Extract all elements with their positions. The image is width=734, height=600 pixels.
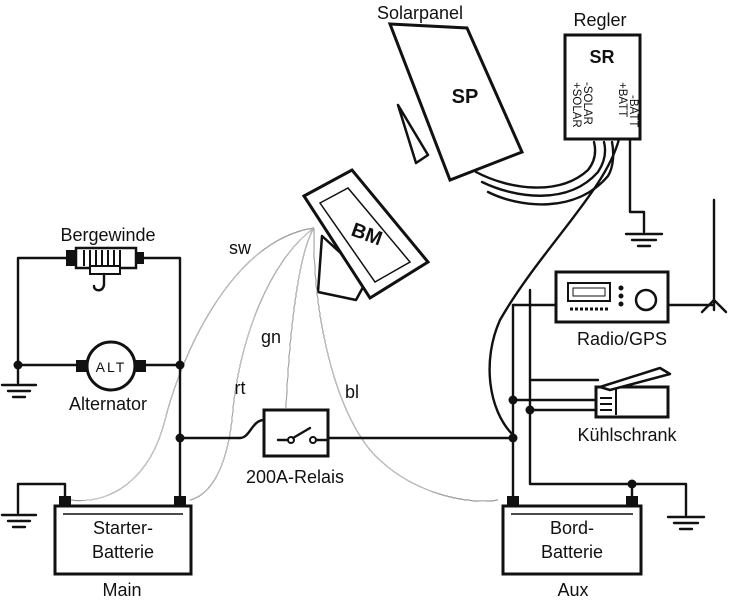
relay-wiring xyxy=(178,418,515,440)
terminal-solar-pos: +SOLAR xyxy=(570,82,582,128)
wire-label-rt: rt xyxy=(235,378,246,398)
bord-battery: Bord- Batterie xyxy=(501,496,643,576)
bord-battery-line2: Batterie xyxy=(541,542,603,562)
starter-battery-line2: Batterie xyxy=(92,542,154,562)
junction-dot xyxy=(13,360,23,370)
ground-symbol xyxy=(0,513,38,529)
left-bus-wiring xyxy=(16,256,182,502)
ground-symbol xyxy=(666,515,706,531)
radio-gps xyxy=(554,270,670,324)
aux-label: Aux xyxy=(557,580,588,600)
junction-dot xyxy=(175,360,185,370)
kuehlschrank-label: Kühlschrank xyxy=(577,425,677,445)
monitor-signal-wires xyxy=(69,227,499,502)
junction-dot xyxy=(627,479,637,489)
solarpanel-label: Solarpanel xyxy=(377,3,463,23)
charge-regulator: SR -SOLAR +SOLAR -BATT +BATT xyxy=(563,33,642,141)
bergewinde-label: Bergewinde xyxy=(60,225,155,245)
alternator: ALT xyxy=(76,340,146,392)
regler-batt-wire xyxy=(488,137,621,437)
antenna xyxy=(700,198,728,314)
regler-ground-wire xyxy=(628,137,646,234)
wire-label-bl: bl xyxy=(345,382,359,402)
winch xyxy=(66,246,144,292)
junction-dot xyxy=(508,395,518,405)
right-bus-wiring xyxy=(511,288,716,517)
bord-battery-line1: Bord- xyxy=(550,518,594,538)
terminal-solar-neg: -SOLAR xyxy=(581,82,593,125)
ground-symbol xyxy=(624,232,664,248)
junction-dots xyxy=(13,360,637,489)
radio-gps-label: Radio/GPS xyxy=(577,329,667,349)
regler-code: SR xyxy=(589,47,614,67)
junction-dot xyxy=(175,433,185,443)
main-label: Main xyxy=(102,580,141,600)
junction-dot xyxy=(525,405,535,415)
starter-battery-line1: Starter- xyxy=(93,518,153,538)
ground-symbol xyxy=(0,383,38,399)
junction-dot xyxy=(508,433,518,443)
solar-panel-code: SP xyxy=(452,86,479,108)
terminal-batt-pos: +BATT xyxy=(616,82,628,117)
alternator-label: Alternator xyxy=(69,394,147,414)
fridge xyxy=(594,366,672,419)
starter-battery: Starter- Batterie xyxy=(53,496,193,576)
starter-battery-wiring xyxy=(16,482,67,515)
relais-label: 200A-Relais xyxy=(246,467,344,487)
wire-label-sw: sw xyxy=(229,238,252,258)
alternator-code: ALT xyxy=(96,359,127,375)
regler-label: Regler xyxy=(573,10,626,30)
relay xyxy=(262,408,330,458)
terminal-batt-neg: -BATT xyxy=(627,95,639,127)
solar-panel: SP xyxy=(387,22,525,182)
wire-label-gn: gn xyxy=(261,327,281,347)
battery-monitor: BM xyxy=(301,168,431,302)
